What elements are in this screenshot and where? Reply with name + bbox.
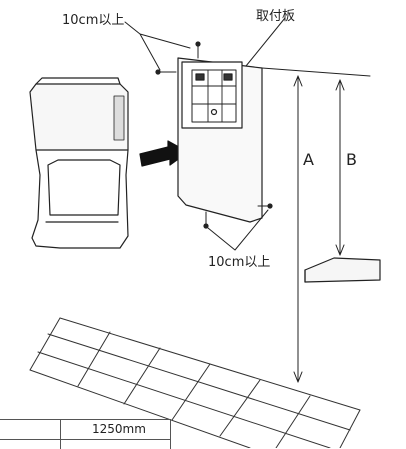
table-row-divider [0, 439, 170, 440]
floor-grid [29, 317, 361, 448]
dimension-a-label: A [303, 150, 314, 169]
dimension-table: 1250mm [0, 419, 171, 449]
table-column-divider [60, 420, 61, 449]
bottom-clearance-label: 10cm以上 [208, 255, 271, 270]
hand-dryer [29, 77, 129, 249]
mounting-plate-label: 取付板 [256, 9, 296, 24]
dimension-b-label: B [346, 150, 357, 169]
top-clearance-label: 10cm以上 [62, 13, 125, 28]
mounting-plate [181, 61, 243, 129]
table-value: 1250mm [92, 422, 146, 436]
counter-shelf [304, 257, 381, 283]
